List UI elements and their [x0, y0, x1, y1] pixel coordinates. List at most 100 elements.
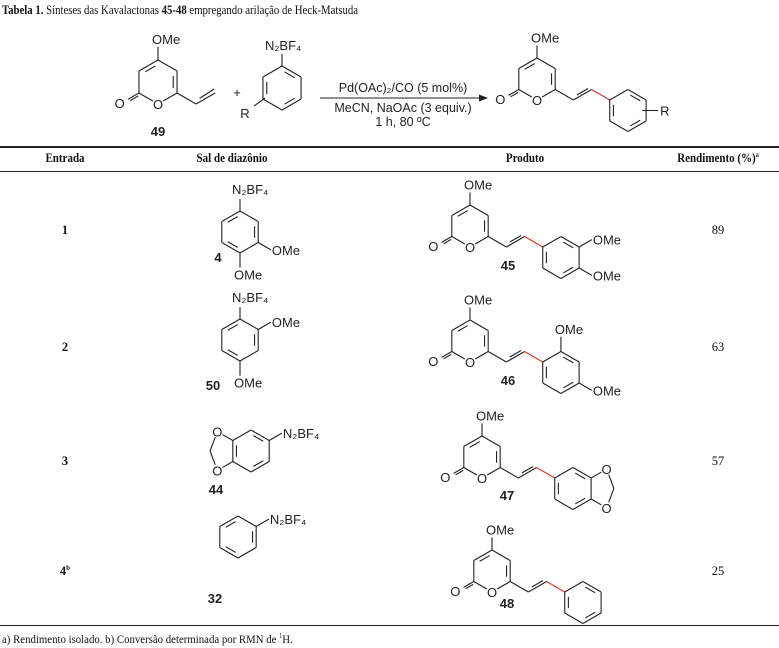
- alkene-bond: [506, 351, 525, 363]
- double-bond-line: [469, 441, 480, 448]
- footnote-sup: 1: [279, 632, 283, 640]
- double-bond-line: [227, 241, 238, 248]
- carbonyl-oxygen: O: [495, 92, 505, 107]
- alkene-double-line: [531, 580, 544, 588]
- aryl-bond: [609, 120, 629, 132]
- aryl-bond: [281, 65, 302, 78]
- dioxole-bond: [222, 434, 234, 441]
- carbonyl-bond: [443, 238, 452, 245]
- carbonyl-oxygen: O: [450, 584, 460, 599]
- methoxy-label: OMe: [234, 376, 262, 391]
- double-bond-line: [284, 71, 296, 79]
- double-bond-line: [584, 586, 596, 594]
- ring-bond: [219, 515, 239, 527]
- aryl-bond: [560, 267, 580, 279]
- vinyl-bond: [554, 89, 574, 101]
- ring-oxygen: O: [487, 585, 497, 600]
- double-bond-line: [284, 97, 296, 105]
- vinyl-double-line: [199, 88, 215, 99]
- pyrone-bond: [474, 236, 489, 245]
- carbonyl-bond: [441, 351, 453, 358]
- condition-solvent: MeCN, NaOAc (3 equiv.): [334, 101, 471, 115]
- caption-text-end: empregando arilação de Heck-Matsuda: [186, 3, 359, 17]
- ring-bond: [239, 242, 259, 254]
- new-cc-bond: [591, 89, 611, 101]
- dioxole-bond: [209, 450, 216, 466]
- condition-time-temp: 1 h, 80 ºC: [375, 115, 430, 129]
- new-cc-bond: [546, 581, 566, 593]
- pyrone-bond: [541, 89, 556, 98]
- ring-bond: [221, 318, 241, 330]
- double-bond-line: [253, 460, 264, 467]
- dioxole-oxygen: O: [602, 501, 612, 516]
- dioxole-bond: [608, 474, 615, 489]
- header-salt: Sal de diazônio: [196, 151, 268, 165]
- pyrone-bond: [518, 89, 533, 98]
- alkene-bond: [573, 89, 592, 101]
- footnote-tail: H.: [282, 632, 293, 646]
- pyrone-bond: [518, 57, 538, 69]
- aryl-bond: [262, 98, 283, 111]
- compound-number: 32: [208, 591, 222, 606]
- double-bond-line: [524, 63, 535, 70]
- double-bond-line: [227, 349, 238, 356]
- diazonium-label: N₂BF₄: [270, 512, 306, 527]
- compound-number: 46: [501, 373, 515, 388]
- aryl-bond: [572, 498, 592, 510]
- dioxole-oxygen: O: [212, 463, 222, 478]
- double-bond-line: [584, 611, 596, 619]
- compound-number: 50: [206, 378, 220, 393]
- methoxy-label-bond: [578, 267, 593, 276]
- ring-oxygen: O: [532, 93, 542, 108]
- r-group-label: R: [240, 106, 249, 121]
- ring-bond: [250, 429, 270, 441]
- alkene-bond: [506, 236, 525, 248]
- methoxy-label: OMe: [234, 268, 262, 283]
- r-group-bond: [253, 97, 266, 107]
- alkene-bond: [518, 467, 537, 479]
- carbonyl-bond: [441, 236, 453, 243]
- alkene-double-line: [509, 235, 522, 243]
- ring-bond: [239, 210, 259, 222]
- carbonyl-oxygen: O: [440, 470, 450, 485]
- pyrone-bond: [473, 549, 493, 561]
- carbonyl-bond: [453, 467, 465, 474]
- double-bond-line: [562, 381, 574, 389]
- entry-2: 2: [61, 340, 69, 354]
- plus-sign: +: [233, 85, 241, 100]
- yield-1: 89: [711, 223, 725, 237]
- methoxy-label-bond: [257, 321, 272, 330]
- caption-text: Sínteses das Kavalactonas: [43, 3, 162, 17]
- pyrone-bond: [463, 435, 483, 447]
- carbonyl-oxygen: O: [428, 354, 438, 369]
- vinyl-bond: [176, 92, 197, 105]
- ring-bond: [232, 429, 252, 441]
- diazonium-label: N₂BF₄: [265, 38, 301, 53]
- methoxy-label: OMe: [272, 315, 300, 330]
- carbonyl-bond: [508, 89, 520, 96]
- carbonyl-bond: [443, 353, 452, 360]
- double-bond-line: [227, 216, 238, 223]
- condition-catalyst: Pd(OAc)₂/CO (5 mol%): [339, 81, 467, 95]
- compound-number: 48: [500, 596, 514, 611]
- ring-bond: [219, 547, 239, 559]
- alkene-double-line: [509, 350, 522, 358]
- r-group-label: R: [660, 104, 669, 119]
- methoxy-label: OMe: [152, 32, 180, 47]
- diazonium-label-bond: [255, 518, 270, 527]
- ring-bond: [250, 461, 270, 473]
- double-bond-line: [457, 210, 468, 217]
- pyrone-bond: [474, 351, 489, 360]
- aryl-bond: [560, 351, 580, 363]
- aryl-bond: [582, 612, 602, 624]
- double-bond-line: [562, 266, 574, 274]
- double-bond-line: [629, 119, 641, 127]
- pyrone-bond: [138, 92, 154, 102]
- carbonyl-bond: [463, 581, 475, 588]
- aryl-bond: [542, 382, 562, 394]
- aryl-bond: [560, 382, 580, 394]
- yield-3: 57: [711, 454, 725, 468]
- pyrone-bond: [451, 204, 471, 216]
- diazonium-label: N₂BF₄: [283, 426, 319, 441]
- pyrone-bond: [491, 549, 511, 561]
